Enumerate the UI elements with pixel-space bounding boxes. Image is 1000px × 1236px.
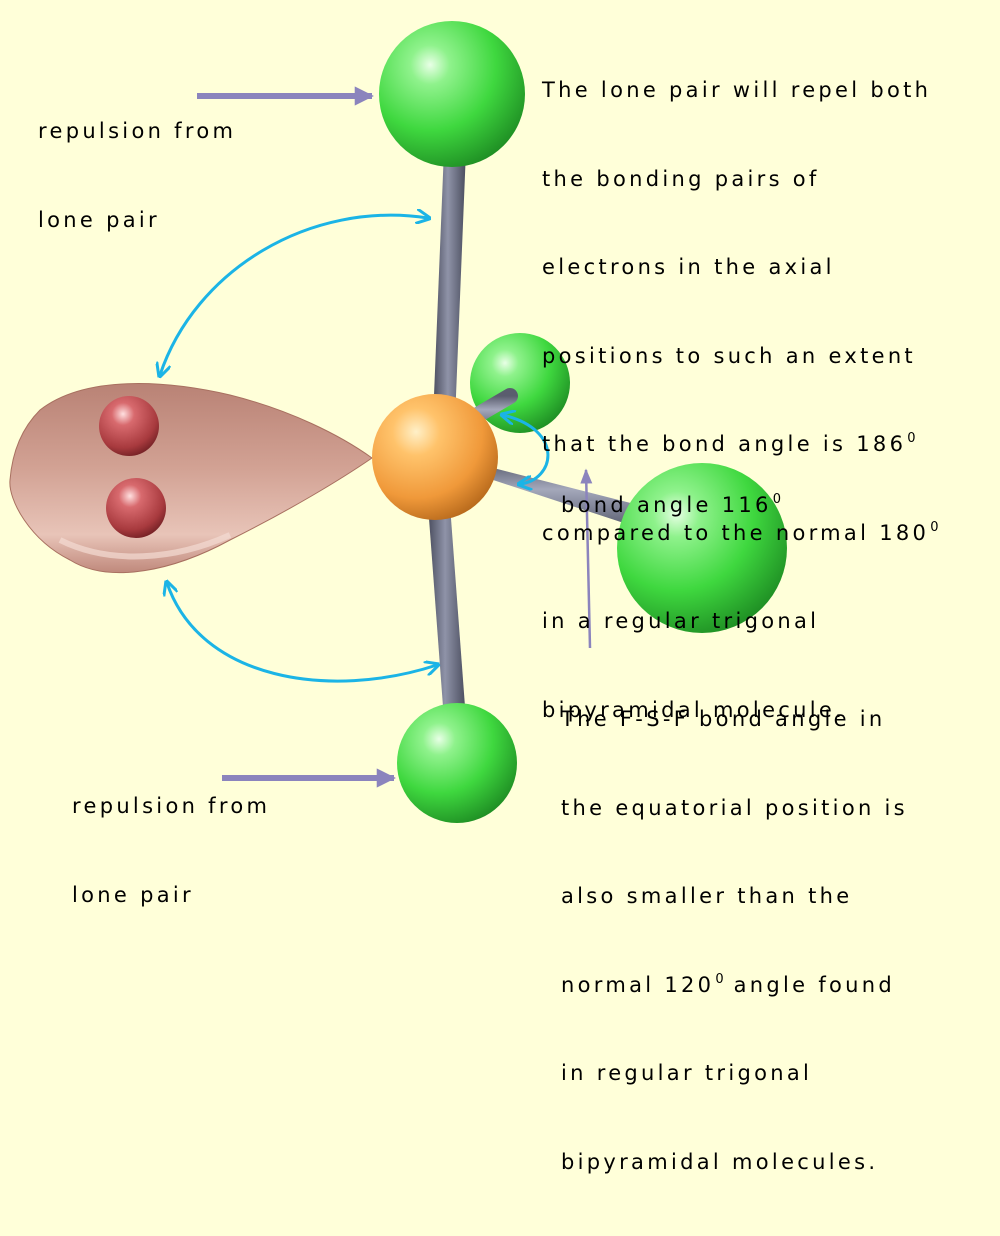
bond-angle-label: bond angle 1160	[561, 492, 781, 517]
lone-pair-electron-upper	[99, 396, 159, 456]
bond-axial-top	[433, 150, 466, 420]
equatorial-explanation-text: The F-S-F bond angle in the equatorial p…	[561, 707, 908, 1174]
sf4-molecule-illustration	[9, 21, 787, 823]
bond-angle-arc	[503, 415, 550, 484]
repulsion-label-top: repulsion from lone pair	[38, 119, 237, 232]
bond-axial-bottom	[428, 505, 466, 720]
repulsion-label-bottom: repulsion from lone pair	[72, 794, 271, 907]
lone-pair-lobe	[9, 383, 373, 574]
fluorine-atom-axial-bottom	[397, 703, 517, 823]
fluorine-atom-axial-top	[379, 21, 525, 167]
repulsion-arc-upper	[160, 215, 428, 375]
repulsion-arc-lower	[167, 583, 437, 683]
fluorine-atom-equatorial-front	[617, 463, 787, 633]
equatorial-pointer-arrow	[580, 468, 593, 649]
axial-explanation-text: The lone pair will repel both the bondin…	[542, 78, 939, 722]
lone-pair-electron-lower	[106, 478, 166, 538]
sulfur-atom	[372, 394, 498, 520]
molecule-diagram-canvas: repulsion from lone pair repulsion from …	[9, 21, 939, 1174]
